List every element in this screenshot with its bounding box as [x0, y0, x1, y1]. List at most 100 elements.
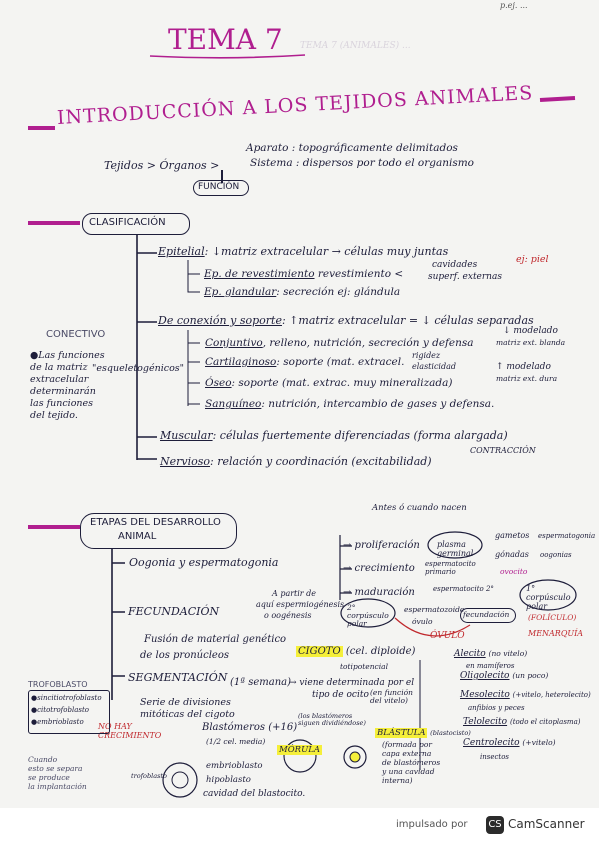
oogonia-text: Oogonia y espermatogonia	[129, 556, 279, 569]
epitelial-label: Epitelial	[158, 245, 205, 258]
trofoblasto-label: TROFOBLASTO	[28, 680, 88, 689]
ej-piel-text: ej: piel	[516, 254, 549, 265]
conectivo-note-line: ●Las funciones	[30, 350, 105, 361]
aparato-text: Aparato : topográficamente delimitados	[246, 142, 458, 154]
menarquia-text: MENARQUÍA	[528, 629, 584, 638]
ep-gland-label: Ep. glandular	[204, 286, 277, 298]
a-partir-text: A partir de	[272, 589, 317, 598]
oseo-label: Óseo	[205, 377, 232, 389]
conectivo-note-line: del tejido.	[30, 410, 78, 421]
tejidos-text: Tejidos > Órganos >	[104, 159, 220, 172]
cartilaginoso-label: Cartilaginoso	[205, 356, 277, 368]
espermatozoide-text: espermatozoide	[404, 605, 465, 614]
esp-2-text: espermatocito 2°	[433, 585, 494, 593]
tema-underline	[149, 54, 306, 59]
blastocisto-cell-icon	[162, 762, 198, 798]
faint-background-text: TEMA 7 (ANIMALES) ...	[300, 41, 411, 51]
blastula-desc: (formada por capa externa de blastómeros…	[382, 740, 440, 785]
muscular-label: Muscular	[160, 429, 213, 442]
ep-rev-label: Ep. de revestimiento	[204, 268, 315, 280]
muscular-desc: : células fuertemente diferenciadas (for…	[212, 429, 508, 442]
etapas-label-1: ETAPAS DEL DESARROLLO	[90, 517, 221, 528]
hipoblasto-text: hipoblasto	[206, 775, 251, 785]
cigoto-label: CIGOTO	[296, 646, 343, 657]
corpusculo-circle	[519, 579, 577, 611]
fecundacion-label: FECUNDACIÓN	[128, 605, 220, 618]
ovulo-small-text: óvulo	[412, 617, 433, 626]
blastula-label: BLÁSTULA	[375, 728, 428, 738]
antes-cuando-text: Antes ó cuando nacen	[372, 503, 467, 513]
modelado-1: ↓ modelado	[503, 326, 558, 336]
conectivo-note-line: extracelular	[30, 374, 89, 385]
blastocisto-inner-icon	[171, 771, 189, 789]
elasticidad-text: elasticidad	[412, 362, 456, 371]
superf-text: superf. externas	[428, 272, 502, 282]
semana-text: (1ª semana)	[230, 677, 291, 688]
proliferacion-text: → proliferación	[343, 540, 420, 551]
insectos-text: insectos	[480, 753, 510, 761]
etapas-label-2: ANIMAL	[118, 531, 157, 542]
alecito-sub: en mamíferos	[466, 662, 515, 670]
conectivo-label: CONECTIVO	[46, 329, 106, 340]
esp-primario-text: espermatocito primario	[425, 560, 476, 576]
aqui-text: aquí espermiogénesis	[256, 600, 345, 609]
ovocito-text: ovocito	[500, 567, 528, 576]
plasma-germinal-text: plasma germinal	[437, 540, 474, 558]
funcion-box	[193, 180, 249, 196]
title-right-bar	[539, 96, 576, 102]
etapas-tree	[111, 548, 125, 700]
maduracion-text: → maduración	[343, 587, 415, 598]
ovulo-arc	[394, 617, 471, 637]
sistema-text: Sistema : dispersos por todo el organism…	[250, 157, 475, 169]
blastula-desc-line: capa externa	[382, 749, 432, 758]
blastula-cell-icon	[343, 745, 367, 769]
mesolecito-desc: (+vitelo, heterolecito)	[512, 691, 591, 699]
corp-2-text: 2° corpúsculo polar	[347, 603, 389, 628]
conectivo-note-line: las funciones	[30, 398, 94, 409]
esqueletogenicos-text: "esqueletogénicos"	[92, 363, 185, 374]
trofoblasto-box	[28, 690, 110, 734]
viene-3: (en función del vitelo)	[370, 688, 413, 705]
foliculo-text: (FOLÍCULO)	[528, 613, 577, 622]
oligolecito-label: Oligolecito	[460, 671, 510, 681]
clasificacion-box	[82, 213, 190, 235]
gametos-text: gametos	[495, 531, 530, 540]
modelado-2b: matriz ext. dura	[496, 374, 558, 383]
alecito-label: Alecito	[454, 649, 486, 659]
alecito-desc: (no vitelo)	[488, 649, 528, 658]
bottom-left-note: Cuando esto se separa se produce la impl…	[28, 755, 87, 791]
rigidez-text: rigidez	[412, 351, 441, 360]
sanguineo-desc: : nutrición, intercambio de gases y defe…	[261, 398, 495, 410]
contraccion-text: CONTRACCIÓN	[470, 446, 536, 455]
corpusculo-text: 1° corpúsculo polar	[526, 584, 571, 611]
telolecito-desc: (todo el citoplasma)	[509, 718, 581, 726]
conjuntivo-label: Conjuntivo	[205, 337, 263, 349]
trofoblasto-item: ●sincitiotrofoblasto	[31, 694, 102, 702]
nervioso-desc: : relación y coordinación (excitabilidad…	[210, 455, 432, 468]
viene-1: → viene determinada por el	[289, 678, 415, 688]
trofoblasto-small: trofoblasto	[131, 772, 167, 780]
mesolecito-label: Mesolecito	[460, 690, 510, 700]
viene-2: tipo de ocito	[312, 690, 369, 700]
ogenesis-text: o oogénesis	[264, 611, 312, 620]
embrioblasto-text: embrioblasto	[206, 761, 263, 771]
totipotencial-text: totipotencial	[340, 662, 389, 671]
funcion-label: FUNCIÓN	[198, 182, 240, 192]
fecundacion-small-box	[460, 608, 516, 623]
telolecito-label: Telolecito	[463, 717, 508, 727]
ep-gland-desc: : secreción ej: glándula	[276, 286, 401, 298]
conexion-label: De conexión y soporte	[158, 314, 282, 327]
blastula-desc-line: interna)	[382, 776, 413, 785]
plasma-circle	[427, 531, 483, 559]
cigoto-desc: (cel. diploide)	[345, 646, 416, 657]
corpusculo2-circle	[340, 598, 396, 628]
footer-impulsado: impulsado por	[396, 819, 468, 830]
trofoblasto-list: ●sincitiotrofoblasto ●citotrofoblasto ●e…	[31, 692, 102, 728]
cartilaginoso-desc: : soporte (mat. extracel.	[276, 356, 405, 368]
blastomeros-text: Blastómeros (+16)	[202, 722, 298, 733]
ovulo-text: ÓVULO	[430, 631, 465, 641]
conexion-branches	[187, 330, 200, 406]
bottom-left-line: esto se separa	[28, 764, 83, 773]
decor-lines	[28, 54, 577, 798]
oogonias-text: oogonias	[540, 551, 572, 559]
